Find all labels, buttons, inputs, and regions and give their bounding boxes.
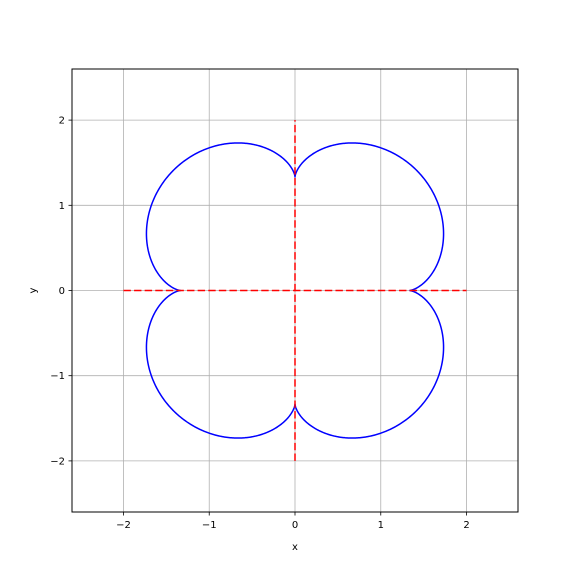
y-axis-label: y bbox=[28, 287, 39, 293]
y-tick-label: −2 bbox=[50, 456, 65, 467]
ticks: −2 −1 0 1 2 −2 −1 0 1 2 bbox=[50, 116, 469, 531]
x-tick-label: −2 bbox=[116, 520, 131, 531]
y-tick-label: 2 bbox=[59, 116, 65, 127]
x-tick-label: 1 bbox=[378, 520, 384, 531]
x-tick-label: 2 bbox=[463, 520, 469, 531]
y-tick-label: −1 bbox=[50, 371, 65, 382]
plot-area bbox=[123, 120, 467, 461]
y-tick-label: 1 bbox=[59, 201, 65, 212]
x-tick-label: 0 bbox=[292, 520, 298, 531]
x-tick-label: −1 bbox=[202, 520, 217, 531]
y-tick-label: 0 bbox=[59, 286, 65, 297]
x-axis-label: x bbox=[292, 542, 298, 553]
